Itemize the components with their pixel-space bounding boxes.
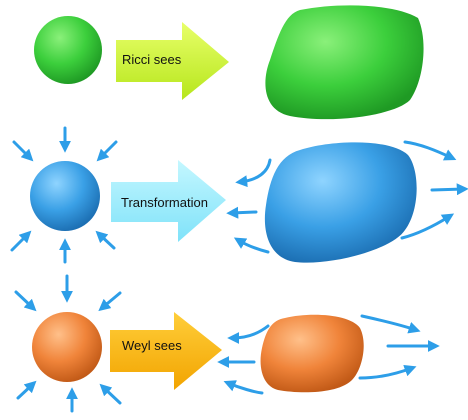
arrow-icon <box>360 314 421 334</box>
arrow-icon <box>233 237 270 254</box>
orange-deformed-shape <box>260 314 364 393</box>
blue-deformed-shape <box>264 142 417 263</box>
row-weyl <box>14 274 440 413</box>
arrow-icon <box>12 140 34 162</box>
inward-arrows-orange <box>14 274 122 413</box>
orange-sphere <box>32 312 102 382</box>
arrow-icon <box>95 230 116 250</box>
arrow-icon <box>96 140 118 162</box>
arrow-icon <box>226 206 258 219</box>
arrow-icon <box>10 230 32 252</box>
weyl-sees-label: Weyl sees <box>122 338 182 353</box>
ricci-sees-label: Ricci sees <box>122 52 182 67</box>
arrow-icon <box>99 383 122 405</box>
outward-arrows-blue <box>226 140 468 254</box>
ricci-arrow <box>116 22 229 100</box>
green-deformed-shape <box>265 5 424 120</box>
arrow-icon <box>227 324 270 344</box>
arrow-icon <box>430 183 468 196</box>
outward-arrows-orange <box>217 314 440 395</box>
blue-sphere <box>30 161 100 231</box>
transformation-label: Transformation <box>121 195 208 210</box>
inward-arrows-blue <box>10 126 118 264</box>
transformation-arrow <box>111 160 226 242</box>
weyl-arrow <box>110 312 222 390</box>
arrow-icon <box>403 140 457 161</box>
arrow-icon <box>358 364 417 380</box>
row-transformation <box>10 126 468 264</box>
row-ricci <box>34 5 424 120</box>
arrow-icon <box>400 213 455 240</box>
arrow-icon <box>16 380 37 400</box>
arrow-icon <box>98 291 122 312</box>
arrow-icon <box>14 290 37 312</box>
arrow-icon <box>223 380 264 395</box>
green-sphere <box>34 16 102 84</box>
arrow-icon <box>235 158 272 188</box>
